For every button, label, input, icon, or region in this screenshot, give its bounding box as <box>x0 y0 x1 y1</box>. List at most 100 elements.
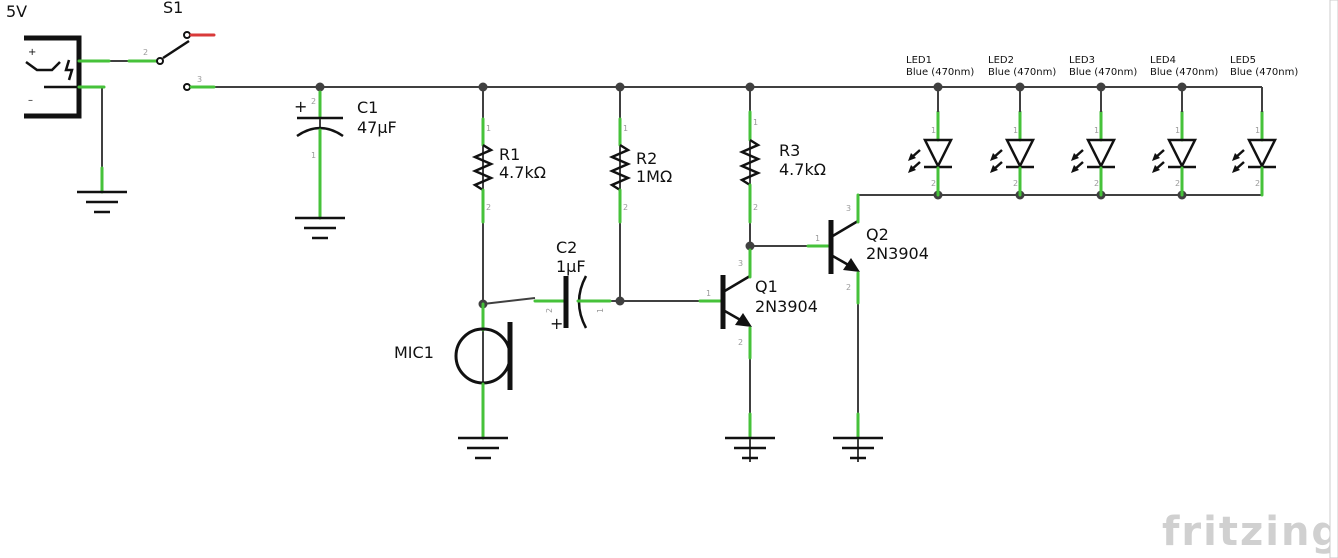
diode-triangle-icon <box>1004 138 1036 169</box>
light-emission-arrow-icon <box>908 161 921 173</box>
led-pin-number: 2 <box>1255 179 1260 188</box>
diode-triangle-icon <box>1246 138 1278 169</box>
c1-plus-mark: + <box>294 97 307 116</box>
c2-pin-number: 2 <box>545 308 554 313</box>
r2-pin-number: 1 <box>623 124 628 133</box>
resistor-r2: 1 2 R2 1MΩ <box>608 117 672 224</box>
led-pin-number: 1 <box>931 126 936 135</box>
q1-emitter-arrow-icon <box>735 313 752 327</box>
q1-pin-number: 3 <box>738 259 743 268</box>
wires <box>101 60 1262 462</box>
led-pin-number: 2 <box>931 179 936 188</box>
c2-label: C2 <box>556 238 577 257</box>
light-emission-arrow-icon <box>1152 161 1165 173</box>
r3-pin-number: 2 <box>753 203 758 212</box>
switch-contact-common <box>156 57 164 65</box>
ground-icon <box>833 412 883 460</box>
led-pin-number: 2 <box>1013 179 1018 188</box>
q1-label: Q1 <box>755 277 778 296</box>
power-jack-label: 5V <box>6 2 27 21</box>
led-description: Blue (470nm) <box>988 67 1056 78</box>
light-emission-arrow-icon <box>990 161 1003 173</box>
fritzing-watermark: fritzing <box>1162 509 1338 555</box>
resistor-r1: 1 2 R1 4.7kΩ <box>471 117 546 224</box>
led-label: LED4 <box>1150 55 1176 66</box>
ground-icon <box>77 166 127 214</box>
r1-pin-number: 2 <box>486 203 491 212</box>
light-emission-arrow-icon <box>1232 149 1245 161</box>
ground-symbols <box>77 166 883 460</box>
light-emission-arrow-icon <box>1071 149 1084 161</box>
mic-to-c2-wire <box>482 297 536 305</box>
led-label: LED1 <box>906 55 932 66</box>
q1-part: 2N3904 <box>755 297 818 316</box>
c1-label: C1 <box>357 98 378 117</box>
r1-pin-number: 1 <box>486 124 491 133</box>
c1-pin-number: 2 <box>311 97 316 106</box>
power-jack-contact <box>25 60 61 72</box>
q2-collector-leg <box>830 219 859 239</box>
r1-label: R1 <box>499 145 520 164</box>
resistor-r3: 1 2 R3 4.7kΩ <box>738 110 826 224</box>
light-emission-arrow-icon <box>908 149 921 161</box>
diode-triangle-icon <box>1166 138 1198 169</box>
power-jack: 5V + – <box>6 2 111 119</box>
led-pin-number: 2 <box>1094 179 1099 188</box>
power-jack-minus-mark: – <box>28 95 33 106</box>
switch-lever <box>162 39 190 60</box>
junction-dot <box>745 82 755 92</box>
switch-contact-1 <box>183 31 191 39</box>
switch-s1: S1 2 3 <box>127 0 216 91</box>
capacitor-c1: 2 + 1 C1 47µF <box>294 90 397 220</box>
q2-pin-number: 2 <box>846 283 851 292</box>
junction-dot <box>615 296 625 306</box>
c2-plus-mark: + <box>550 314 563 333</box>
led-label: LED3 <box>1069 55 1095 66</box>
diode-triangle-icon <box>922 138 954 169</box>
power-jack-body <box>24 35 82 119</box>
q2-part: 2N3904 <box>866 244 929 263</box>
led-pin-number: 1 <box>1255 126 1260 135</box>
switch-pin-number: 2 <box>143 48 148 57</box>
q2-emitter-arrow-icon <box>843 258 860 272</box>
r3-pin-number: 1 <box>753 118 758 127</box>
ground-icon <box>295 192 345 240</box>
led-pin-number: 2 <box>1175 179 1180 188</box>
junctions <box>315 82 1187 309</box>
q1-pin-number: 2 <box>738 338 743 347</box>
r3-label: R3 <box>779 141 800 160</box>
c1-value: 47µF <box>357 118 397 137</box>
r2-label: R2 <box>636 149 657 168</box>
q2-label: Q2 <box>866 225 889 244</box>
switch-label: S1 <box>163 0 183 17</box>
junction-dot <box>745 241 755 251</box>
c2-pin-number: 1 <box>596 308 605 313</box>
led-pin-number: 1 <box>1013 126 1018 135</box>
q2-pin-number: 3 <box>846 204 851 213</box>
diode-triangle-icon <box>1085 138 1117 169</box>
led-label: LED2 <box>988 55 1014 66</box>
led-description: Blue (470nm) <box>1230 67 1298 78</box>
transistor-q2: 1 3 2 Q2 2N3904 <box>806 193 929 305</box>
junction-dot <box>315 82 325 92</box>
led-description: Blue (470nm) <box>1150 67 1218 78</box>
switch-contact-3 <box>183 83 191 91</box>
light-emission-arrow-icon <box>1232 161 1245 173</box>
r1-value: 4.7kΩ <box>499 163 546 182</box>
r3-zigzag <box>738 138 762 187</box>
right-edge-frame <box>1329 0 1338 558</box>
r3-value: 4.7kΩ <box>779 160 826 179</box>
q2-pin-number: 1 <box>815 234 820 243</box>
switch-pin-number: 3 <box>197 75 202 84</box>
r1-zigzag <box>471 143 495 192</box>
light-emission-arrow-icon <box>1071 161 1084 173</box>
mic-label: MIC1 <box>394 343 434 362</box>
q1-collector-leg <box>722 274 751 294</box>
led-pin-number: 1 <box>1094 126 1099 135</box>
led-description: Blue (470nm) <box>1069 67 1137 78</box>
c2-value: 1µF <box>556 257 586 276</box>
